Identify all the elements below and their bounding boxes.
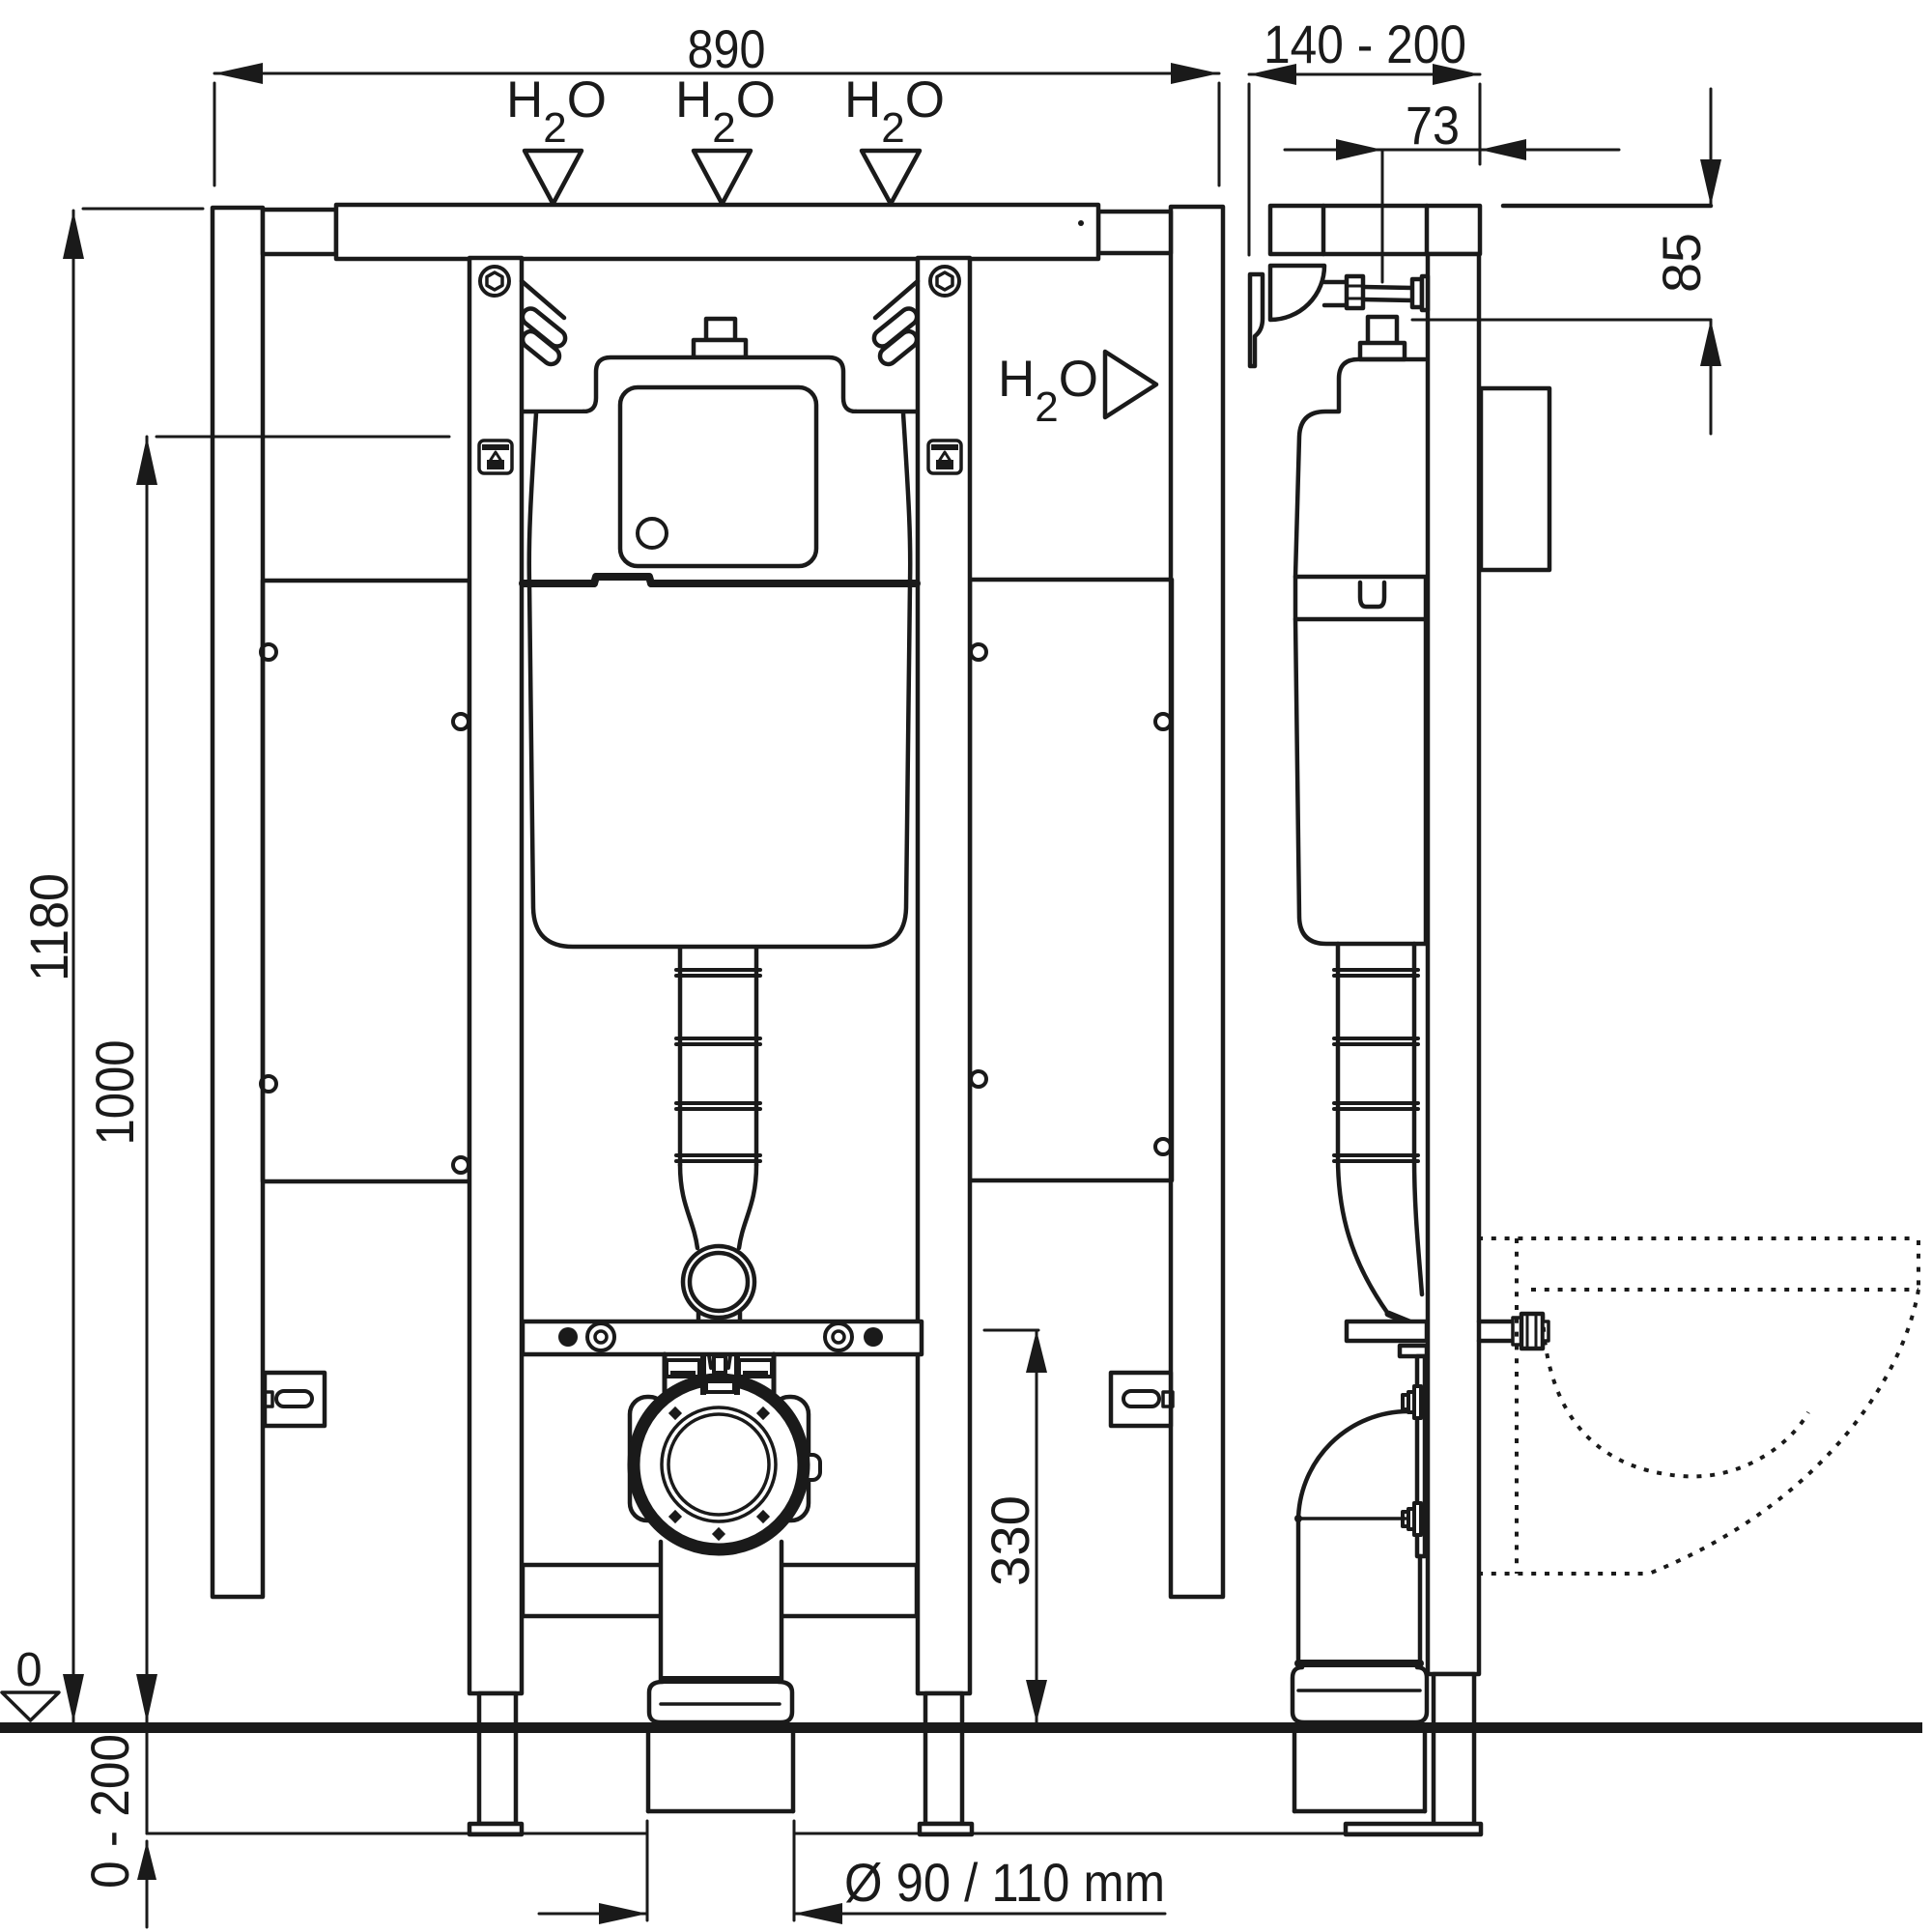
svg-text:Ø 90 / 110 mm: Ø 90 / 110 mm xyxy=(844,1852,1165,1913)
svg-text:330: 330 xyxy=(980,1495,1040,1586)
svg-text:73: 73 xyxy=(1406,95,1460,156)
svg-text:0 - 200: 0 - 200 xyxy=(79,1734,140,1889)
svg-text:0: 0 xyxy=(15,1644,42,1696)
svg-text:H2O: H2O xyxy=(675,71,776,152)
svg-text:1000: 1000 xyxy=(84,1040,145,1146)
svg-text:140 - 200: 140 - 200 xyxy=(1264,14,1466,74)
svg-text:85: 85 xyxy=(1651,233,1712,293)
svg-text:1180: 1180 xyxy=(18,873,79,981)
svg-text:H2O: H2O xyxy=(844,71,945,152)
svg-text:H2O: H2O xyxy=(998,351,1098,431)
svg-text:H2O: H2O xyxy=(506,71,607,152)
svg-text:890: 890 xyxy=(688,18,766,79)
